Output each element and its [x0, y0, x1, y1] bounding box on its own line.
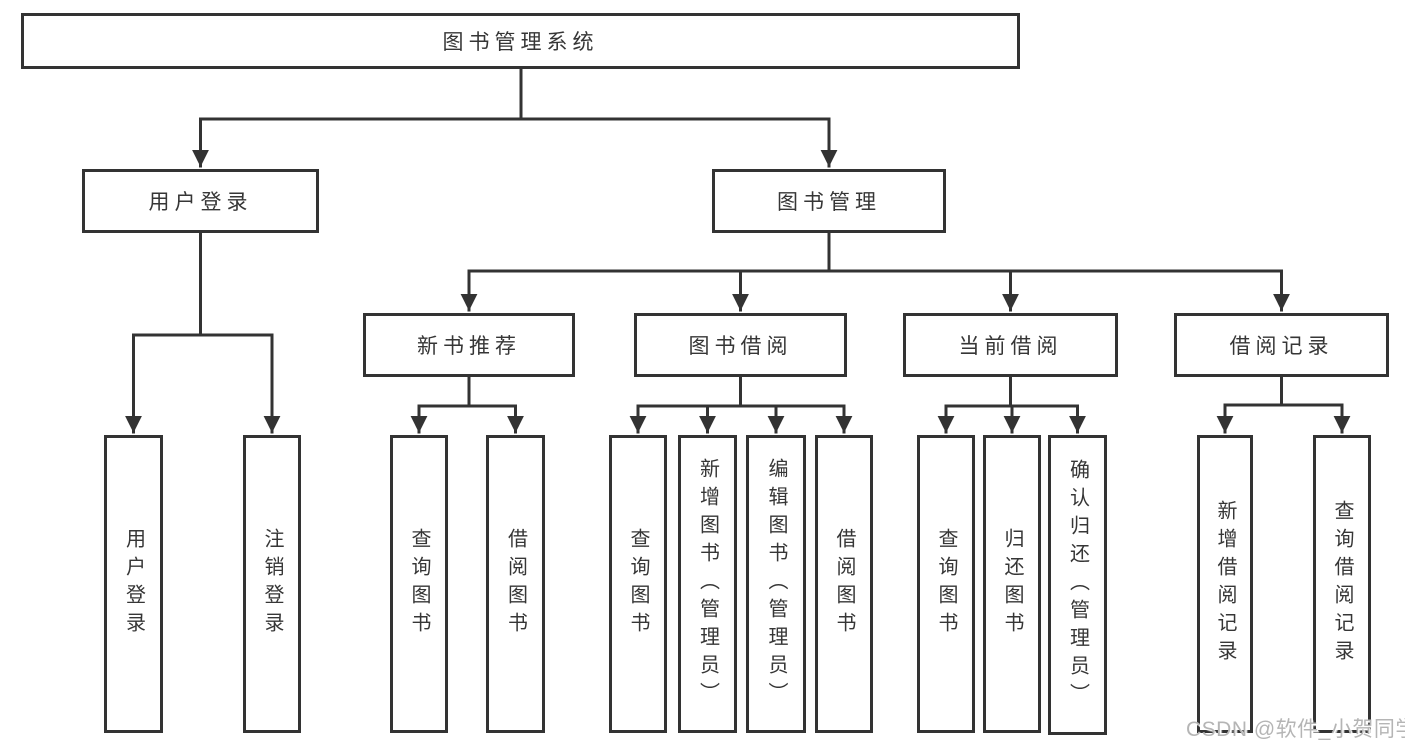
- node-current-borrowing: 当前借阅: [903, 313, 1118, 377]
- leaf-return-books: 归还图书: [983, 435, 1041, 733]
- node-book-management: 图书管理: [712, 169, 946, 233]
- leaf-edit-book-admin: 编辑图书（管理员）: [746, 435, 806, 733]
- csdn-watermark: CSDN @软件_小贺同学: [1186, 718, 1405, 741]
- node-new-book-recommend: 新书推荐: [363, 313, 575, 377]
- leaf-query-books-current: 查询图书: [917, 435, 975, 733]
- leaf-logout: 注销登录: [243, 435, 301, 733]
- leaf-user-login: 用户登录: [104, 435, 163, 733]
- leaf-borrow-books-borrowing: 借阅图书: [815, 435, 873, 733]
- leaf-query-borrow-record: 查询借阅记录: [1313, 435, 1371, 733]
- leaf-query-books-borrowing: 查询图书: [609, 435, 667, 733]
- leaf-confirm-return-admin: 确认归还（管理员）: [1048, 435, 1107, 735]
- node-borrowing-records: 借阅记录: [1174, 313, 1389, 377]
- leaf-query-books-recommend: 查询图书: [390, 435, 448, 733]
- leaf-add-book-admin: 新增图书（管理员）: [678, 435, 737, 733]
- node-library-management-system: 图书管理系统: [21, 13, 1020, 69]
- leaf-borrow-books-recommend: 借阅图书: [486, 435, 545, 733]
- node-book-borrowing: 图书借阅: [634, 313, 847, 377]
- node-user-login: 用户登录: [82, 169, 319, 233]
- leaf-add-borrow-record: 新增借阅记录: [1197, 435, 1253, 733]
